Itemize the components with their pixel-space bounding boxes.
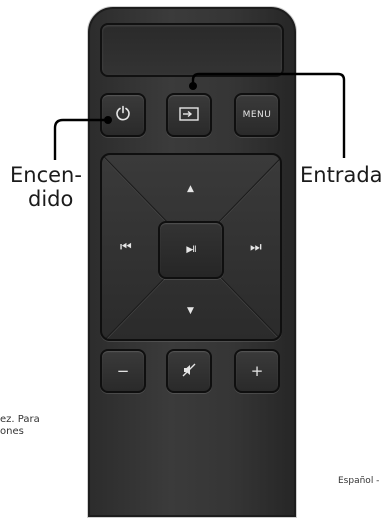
volume-down-button[interactable]: − — [100, 349, 146, 393]
minus-icon: − — [116, 362, 130, 380]
navigation-pad: ▲ ▼ ⏮ ⏭ ▶II — [100, 153, 282, 341]
menu-button[interactable]: MENU — [234, 93, 280, 137]
input-button[interactable] — [166, 93, 212, 137]
remote-control: MENU ▲ ▼ ⏮ ⏭ ▶II − + — [87, 6, 297, 518]
remote-display-window — [100, 23, 284, 77]
mute-button[interactable] — [166, 349, 212, 393]
play-pause-button[interactable]: ▶II — [158, 221, 224, 279]
up-arrow-button[interactable]: ▲ — [187, 184, 194, 194]
next-track-button[interactable]: ⏭ — [250, 240, 262, 255]
power-callout-label-line1: Encen- — [10, 163, 82, 187]
background-text-line1: ez. Para — [0, 414, 40, 425]
menu-button-label: MENU — [242, 110, 272, 120]
plus-icon: + — [250, 362, 264, 380]
previous-track-button[interactable]: ⏮ — [120, 240, 132, 255]
power-button[interactable] — [100, 93, 146, 137]
input-icon — [178, 106, 200, 125]
volume-up-button[interactable]: + — [234, 349, 280, 393]
play-pause-icon: ▶II — [186, 245, 196, 255]
footer-language: Español - — [338, 476, 380, 486]
power-icon — [115, 105, 131, 125]
mute-icon — [182, 362, 196, 381]
power-callout-label-line2: dido — [28, 187, 74, 211]
input-callout-label: Entrada — [300, 163, 383, 187]
down-arrow-button[interactable]: ▼ — [187, 306, 194, 316]
background-text-line2: ones — [0, 426, 24, 437]
